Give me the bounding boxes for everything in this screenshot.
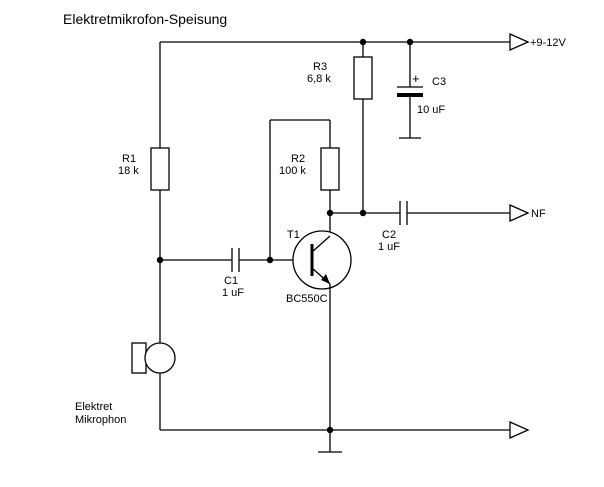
r3-value: 6,8 k [307, 73, 331, 85]
junction-c3-rail [406, 38, 414, 46]
capacitor-c1 [231, 248, 240, 272]
c3-ref: C3 [432, 76, 446, 88]
junction-r3-rail [359, 38, 367, 46]
diagram-title: Elektretmikrofon-Speisung [63, 11, 227, 27]
junction-base [266, 256, 274, 264]
feedback-wire [269, 119, 331, 260]
capacitor-c2 [399, 201, 408, 225]
output-label: NF [531, 208, 546, 220]
resistor-r3 [353, 56, 373, 100]
mic-label-line1: Elektret [75, 401, 112, 413]
capacitor-c3 [397, 86, 423, 97]
t1-type: BC550C [286, 293, 328, 305]
ground-terminal [509, 420, 530, 440]
output-terminal [509, 203, 530, 223]
supply-terminal [509, 32, 530, 52]
t1-ref: T1 [287, 229, 300, 241]
junction-dots [156, 38, 414, 434]
supply-label: +9-12V [530, 37, 566, 49]
electret-microphone [131, 342, 176, 374]
r1-value: 18 k [118, 165, 139, 177]
r3-ref: R3 [313, 61, 327, 73]
ground-rail [160, 429, 510, 453]
c3-value: 10 uF [417, 104, 445, 116]
supply-rail [159, 41, 510, 148]
resistor-r1 [150, 147, 170, 191]
r2-value: 100 k [279, 165, 306, 177]
mic-label-line2: Mikrophon [75, 414, 126, 426]
c3-polarity: + [412, 71, 420, 86]
transistor-t1 [292, 230, 352, 290]
r2-ref: R2 [291, 153, 305, 165]
c2-ref: C2 [382, 229, 396, 241]
c1-value: 1 uF [222, 287, 244, 299]
c1-ref: C1 [224, 275, 238, 287]
junction-r3-c2 [359, 209, 367, 217]
c2-value: 1 uF [378, 241, 400, 253]
junction-r1-c1 [156, 256, 164, 264]
junction-ground [326, 426, 334, 434]
junction-collector [326, 209, 334, 217]
r1-ref: R1 [122, 153, 136, 165]
resistor-r2 [320, 147, 340, 191]
